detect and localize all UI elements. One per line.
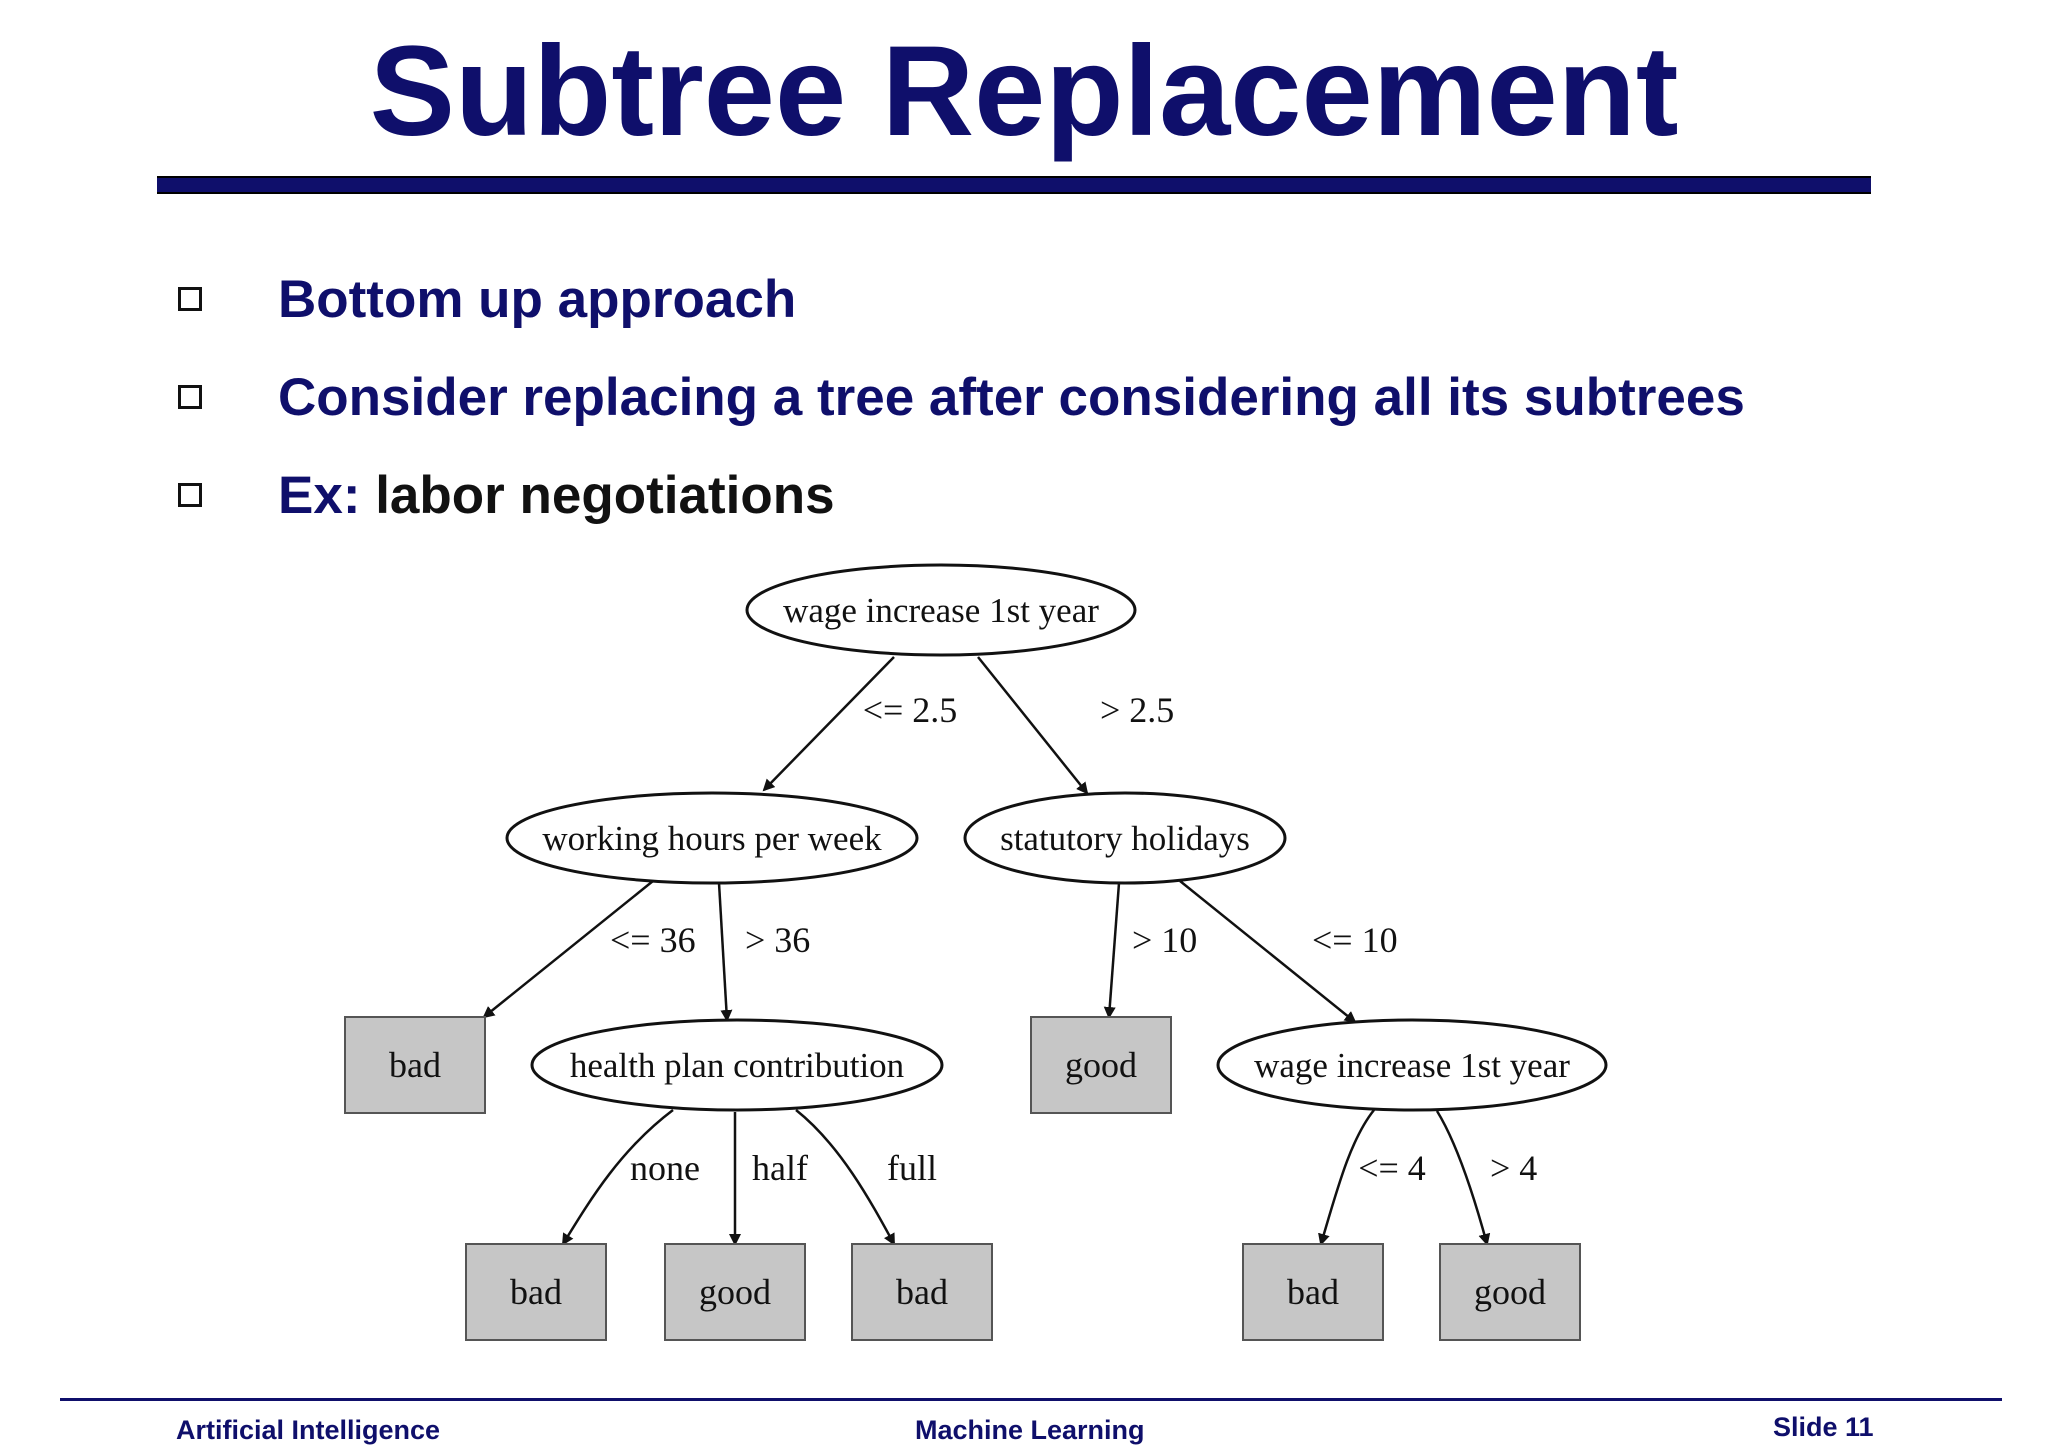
bullet-text: Bottom up approach (278, 270, 797, 329)
leaf-box (1030, 1016, 1172, 1114)
leaf-box (1439, 1243, 1581, 1341)
node-ellipse (963, 791, 1287, 885)
bullet-text: Ex: labor negotiations (278, 461, 835, 531)
tree-edge-arrow (1103, 882, 1121, 1019)
tree-leaf-node: bad (344, 1016, 486, 1114)
slide-title: Subtree Replacement (369, 20, 1679, 163)
tree-edge-arrow (1318, 1109, 1375, 1246)
square-bullet-icon (178, 385, 202, 409)
leaf-label: bad (1287, 1272, 1339, 1312)
tree-edge-arrow (762, 656, 895, 792)
title-underline (157, 176, 1871, 194)
tree-edge-arrow (1179, 880, 1357, 1024)
leaf-box (1242, 1243, 1384, 1341)
edge-label: > 2.5 (1100, 690, 1174, 730)
leaf-label: good (699, 1272, 771, 1312)
edge-label: > 10 (1132, 920, 1197, 960)
leaf-box (851, 1243, 993, 1341)
tree-edge-arrow (977, 656, 1089, 795)
slide-number: Slide 11 (1773, 1412, 1874, 1442)
node-label: working hours per week (542, 819, 882, 858)
edge-label: <= 4 (1358, 1148, 1426, 1188)
tree-leaf-node: good (1439, 1243, 1581, 1341)
leaf-box (664, 1243, 806, 1341)
node-ellipse (1216, 1018, 1608, 1112)
tree-test-node: working hours per week (505, 791, 919, 885)
node-ellipse (505, 791, 919, 885)
node-label: health plan contribution (570, 1046, 904, 1085)
tree-leaf-node: bad (851, 1243, 993, 1341)
square-bullet-icon (178, 287, 202, 311)
footer-divider (60, 1398, 2002, 1401)
edge-label: > 36 (745, 920, 810, 960)
tree-edge-arrow (717, 882, 733, 1022)
leaf-box (465, 1243, 607, 1341)
bullet-text: Consider replacing a tree after consider… (278, 368, 1745, 427)
bullet-prefix: Ex: (278, 466, 361, 525)
tree-leaf-node: bad (1242, 1243, 1384, 1341)
tree-edge-arrow (561, 1109, 674, 1246)
leaf-label: good (1474, 1272, 1546, 1312)
edge-label: <= 10 (1312, 920, 1398, 960)
leaf-label: bad (389, 1045, 441, 1085)
tree-leaf-node: good (1030, 1016, 1172, 1114)
leaf-box (344, 1016, 486, 1114)
leaf-label: bad (510, 1272, 562, 1312)
edge-label: full (887, 1148, 937, 1188)
bullet-rest: labor negotiations (360, 466, 835, 525)
node-label: wage increase 1st year (783, 591, 1099, 630)
tree-test-node: statutory holidays (963, 791, 1287, 885)
tree-edge-arrow (795, 1109, 896, 1246)
leaf-label: bad (896, 1272, 948, 1312)
tree-test-node: wage increase 1st year (1216, 1018, 1608, 1112)
tree-leaf-node: bad (465, 1243, 607, 1341)
node-label: wage increase 1st year (1254, 1046, 1570, 1085)
leaf-label: good (1065, 1045, 1137, 1085)
tree-edge-arrow (482, 880, 654, 1019)
tree-test-node: health plan contribution (530, 1018, 944, 1112)
tree-leaf-node: good (664, 1243, 806, 1341)
edge-label: none (630, 1148, 700, 1188)
node-ellipse (745, 563, 1137, 657)
square-bullet-icon (178, 483, 202, 507)
tree-edge-arrow (1435, 1110, 1491, 1246)
tree-test-node: wage increase 1st year (745, 563, 1137, 657)
node-ellipse (530, 1018, 944, 1112)
edge-label: <= 36 (610, 920, 696, 960)
footer-course: Artificial Intelligence (176, 1415, 441, 1445)
footer-topic: Machine Learning (915, 1415, 1145, 1445)
edge-label: > 4 (1490, 1148, 1537, 1188)
edge-label: half (752, 1148, 808, 1188)
node-label: statutory holidays (1000, 819, 1250, 858)
edge-label: <= 2.5 (863, 690, 958, 730)
